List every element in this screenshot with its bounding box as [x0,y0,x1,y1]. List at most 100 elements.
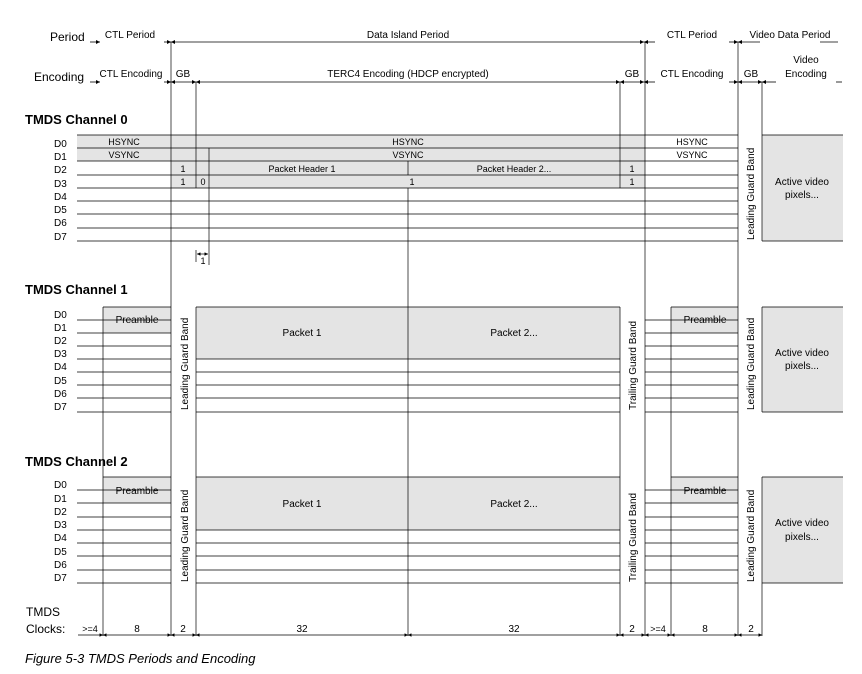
ch1-d1: D1 [54,323,67,334]
period-data-island: Data Island Period [367,30,449,41]
ch1-leading-guard-band-2: Leading Guard Band [746,318,757,410]
ch2-preamble-left: Preamble [116,486,159,497]
ch2-trailing-guard-band: Trailing Guard Band [628,493,639,582]
enc-ctl-1: CTL Encoding [100,69,163,80]
ch0-vsync-left: VSYNC [108,150,140,160]
ch0-d3: D3 [54,179,67,190]
clock-value-4: 32 [508,624,520,635]
ch0-d1: D1 [54,152,67,163]
ch0-d7: D7 [54,232,67,243]
enc-gb-2: GB [625,69,640,80]
ch2-signals: Preamble Packet 1 Packet 2... Preamble L… [116,486,830,582]
clock-value-6: >=4 [650,624,666,634]
clock-value-7: 8 [702,624,708,635]
clock-value-2: 2 [180,624,186,635]
ch1-d0: D0 [54,310,67,321]
ch1-active-video-1: Active video [775,348,829,359]
ch0-d3-zero: 0 [200,177,205,187]
period-label: Period [50,30,85,44]
clock-value-5: 2 [629,624,635,635]
figure-caption: Figure 5-3 TMDS Periods and Encoding [25,651,256,666]
ch0-line-labels: D0 D1 D2 D3 D4 D5 D6 D7 [54,139,67,243]
ch0-hsync-left: HSYNC [108,137,140,147]
ch0-vsync-mid: VSYNC [392,150,424,160]
ch1-packet-2: Packet 2... [490,328,537,339]
ch0-d2-one-left: 1 [180,164,185,174]
ch0-active-video-1: Active video [775,177,829,188]
ch0-d3-one-right: 1 [629,177,634,187]
encoding-label: Encoding [34,70,84,84]
ch2-d5: D5 [54,547,67,558]
ch0-clock-marker [195,250,208,262]
ch0-d2-one-right: 1 [629,164,634,174]
ch2-leading-guard-band-1: Leading Guard Band [180,490,191,582]
clock-value-8: 2 [748,624,754,635]
ch1-signals: Preamble Packet 1 Packet 2... Preamble L… [116,315,830,410]
period-video-data: Video Data Period [750,30,831,41]
clock-value-0: >=4 [82,624,98,634]
ch2-active-video-1: Active video [775,518,829,529]
ch0-leading-guard-band: Leading Guard Band [746,148,757,240]
channel-2-title: TMDS Channel 2 [25,454,128,469]
ch2-d2: D2 [54,507,67,518]
ch2-preamble-right: Preamble [684,486,727,497]
enc-terc4: TERC4 Encoding (HDCP encrypted) [327,69,489,80]
period-ctl-1: CTL Period [105,30,155,41]
ch0-d4: D4 [54,192,67,203]
ch1-preamble-right: Preamble [684,315,727,326]
ch1-d2: D2 [54,336,67,347]
ch2-leading-guard-band-2: Leading Guard Band [746,490,757,582]
ch1-d3: D3 [54,349,67,360]
clock-value-1: 8 [134,624,140,635]
ch2-d4: D4 [54,533,67,544]
ch2-d1: D1 [54,494,67,505]
ch2-packet-1: Packet 1 [283,499,322,510]
ch0-grid [77,134,843,265]
ch2-packet-2: Packet 2... [490,499,537,510]
ch1-d5: D5 [54,376,67,387]
ch1-d7: D7 [54,402,67,413]
ch0-vsync-right: VSYNC [676,150,708,160]
enc-ctl-2: CTL Encoding [661,69,724,80]
clocks-row: TMDS Clocks: >=4 8 2 32 32 2 >=4 8 2 [26,605,762,637]
vertical-guides [102,42,763,636]
ch0-packet-header-1: Packet Header 1 [268,164,335,174]
ch2-line-labels: D0 D1 D2 D3 D4 D5 D6 D7 [54,480,67,584]
clock-value-3: 32 [296,624,308,635]
ch2-active-video-2: pixels... [785,532,819,543]
channel-1: TMDS Channel 1 D0 D1 D2 D3 D4 D5 D6 D7 [25,282,843,413]
ch1-leading-guard-band-1: Leading Guard Band [180,318,191,410]
ch0-signals: HSYNC HSYNC HSYNC VSYNC VSYNC VSYNC 1 1 … [108,137,829,240]
channel-1-title: TMDS Channel 1 [25,282,128,297]
period-ctl-2: CTL Period [667,30,717,41]
ch0-packet-header-2: Packet Header 2... [477,164,552,174]
ch1-d4: D4 [54,362,67,373]
ch0-active-video-2: pixels... [785,190,819,201]
enc-video-2: Encoding [785,69,827,80]
ch1-active-video-2: pixels... [785,361,819,372]
clocks-label-1: TMDS [26,605,60,619]
enc-gb-3: GB [744,69,759,80]
ch1-d6: D6 [54,389,67,400]
ch1-trailing-guard-band: Trailing Guard Band [628,321,639,410]
ch0-d3-one-mid: 1 [409,177,414,187]
ch1-fills [103,307,843,412]
ch2-d6: D6 [54,560,67,571]
ch0-d3-one-left: 1 [180,177,185,187]
ch0-d6: D6 [54,218,67,229]
ch0-d2: D2 [54,165,67,176]
ch1-line-labels: D0 D1 D2 D3 D4 D5 D6 D7 [54,310,67,413]
ch2-d3: D3 [54,520,67,531]
ch0-hsync-right: HSYNC [676,137,708,147]
ch0-hsync-mid: HSYNC [392,137,424,147]
header: Period Encoding CTL Period Data Island P… [34,30,842,84]
channel-0: TMDS Channel 0 D0 D1 D2 D3 D4 D5 D6 D7 [25,112,843,266]
channel-2: TMDS Channel 2 D0 D1 D2 D3 D4 D5 D6 D7 [25,454,843,584]
channel-0-title: TMDS Channel 0 [25,112,128,127]
ch0-clock-one: 1 [200,256,205,266]
enc-gb-1: GB [176,69,191,80]
clocks-label-2: Clocks: [26,622,65,636]
ch0-d0: D0 [54,139,67,150]
